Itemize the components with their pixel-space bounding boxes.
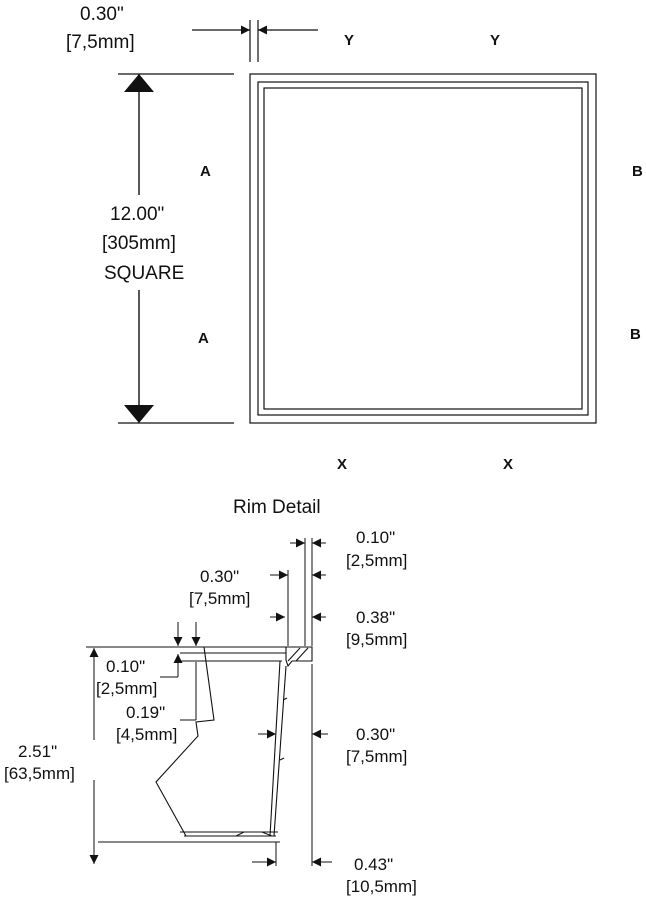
rim-dimension-lines: [86, 538, 332, 867]
outer-wall-break: [155, 646, 215, 837]
section-letter-b-bottom: B: [630, 326, 641, 343]
dim-030-right-mm-label: [7,5mm]: [346, 747, 407, 766]
dim-010-top-mm-label: [2,5mm]: [346, 551, 407, 570]
section-letter-a-top: A: [200, 163, 211, 180]
dim-043-mm-label: [10,5mm]: [346, 877, 417, 896]
flange-lip-hatch-1: [287, 647, 301, 662]
dim-038-in-label: 0.38": [356, 608, 395, 627]
dim-019-in-label: 0.19": [126, 703, 165, 722]
inner-frame-outer: [257, 81, 589, 416]
wall-hatch-1: [282, 697, 288, 701]
flange-lip: [285, 646, 313, 668]
size-mm-label: [305mm]: [102, 233, 176, 254]
dim-030-top-in-label: 0.30": [200, 567, 239, 586]
dim-043-in-label: 0.43": [354, 855, 393, 874]
section-letter-x-right: X: [503, 456, 513, 473]
base-foot: [235, 831, 273, 837]
dim-030-right-in-label: 0.30": [356, 725, 395, 744]
wall-outer-line: [269, 660, 281, 837]
wall-inner-line: [273, 665, 287, 837]
wall-hatch-2: [279, 757, 285, 761]
size-in-label: 12.00": [110, 204, 164, 225]
top-view: [118, 20, 597, 424]
size-shape-label: SQUARE: [104, 263, 184, 284]
flange-lip-hatch-2: [295, 647, 309, 662]
section-letter-y-left: Y: [344, 32, 354, 49]
dim-251-in-label: 2.51": [18, 742, 57, 761]
rim-dimension-labels: 0.10" [2,5mm] 0.30" [7,5mm] 0.38" [9,5mm…: [4, 528, 417, 896]
rim-section-profile: [98, 646, 313, 843]
rim-detail-title: Rim Detail: [233, 497, 321, 518]
dim-251-mm-label: [63,5mm]: [4, 764, 75, 783]
outer-frame: [249, 73, 597, 424]
dim-010-top-in-label: 0.10": [356, 528, 395, 547]
inner-frame-inner: [263, 87, 583, 410]
section-letter-y-right: Y: [490, 32, 500, 49]
dim-038-mm-label: [9,5mm]: [346, 630, 407, 649]
top-view-labels: 0.30" [7,5mm] 12.00" [305mm] SQUARE Y Y …: [66, 4, 643, 473]
section-letter-b-top: B: [632, 163, 643, 180]
rim-width-in-label: 0.30": [80, 4, 124, 25]
section-letter-x-left: X: [337, 456, 347, 473]
section-letter-a-bottom: A: [198, 330, 209, 347]
dim-030-top-mm-label: [7,5mm]: [189, 589, 250, 608]
dim-019-mm-label: [4,5mm]: [116, 725, 177, 744]
rim-width-mm-label: [7,5mm]: [66, 32, 135, 53]
dim-010-left-in-label: 0.10": [106, 657, 145, 676]
dim-010-left-mm-label: [2,5mm]: [96, 679, 157, 698]
